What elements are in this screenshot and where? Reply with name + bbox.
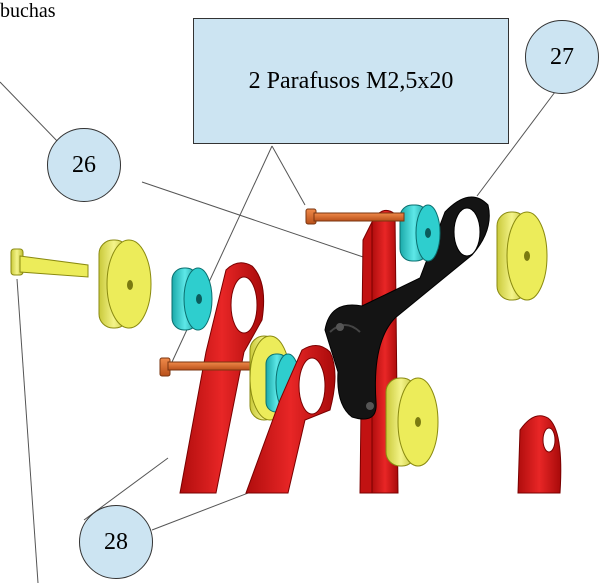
cyan-spacer-left — [171, 267, 213, 331]
orange-screw-top — [305, 208, 405, 225]
red-stub — [517, 415, 562, 494]
leader-26-part — [141, 181, 373, 261]
callout-26: 26 — [47, 128, 121, 202]
leader-27-part — [476, 91, 556, 197]
yellow-washer-left — [98, 239, 152, 329]
partial-label: buchas — [0, 0, 56, 22]
leader-note-right — [271, 145, 306, 206]
leader-26-top — [0, 81, 61, 145]
yellow-screw — [10, 248, 89, 278]
yellow-washer-right — [496, 211, 548, 301]
black-link — [324, 196, 490, 420]
yellow-washer-lower — [385, 377, 439, 467]
red-link-front-left — [179, 262, 265, 494]
note-box: 2 Parafusos M2,5x20 — [193, 18, 509, 144]
cyan-spacer-top — [399, 204, 441, 262]
callout-27: 27 — [525, 20, 599, 94]
callout-28: 28 — [79, 505, 153, 579]
leader-screw-yellow — [16, 278, 39, 583]
red-link-front-right — [245, 345, 336, 494]
